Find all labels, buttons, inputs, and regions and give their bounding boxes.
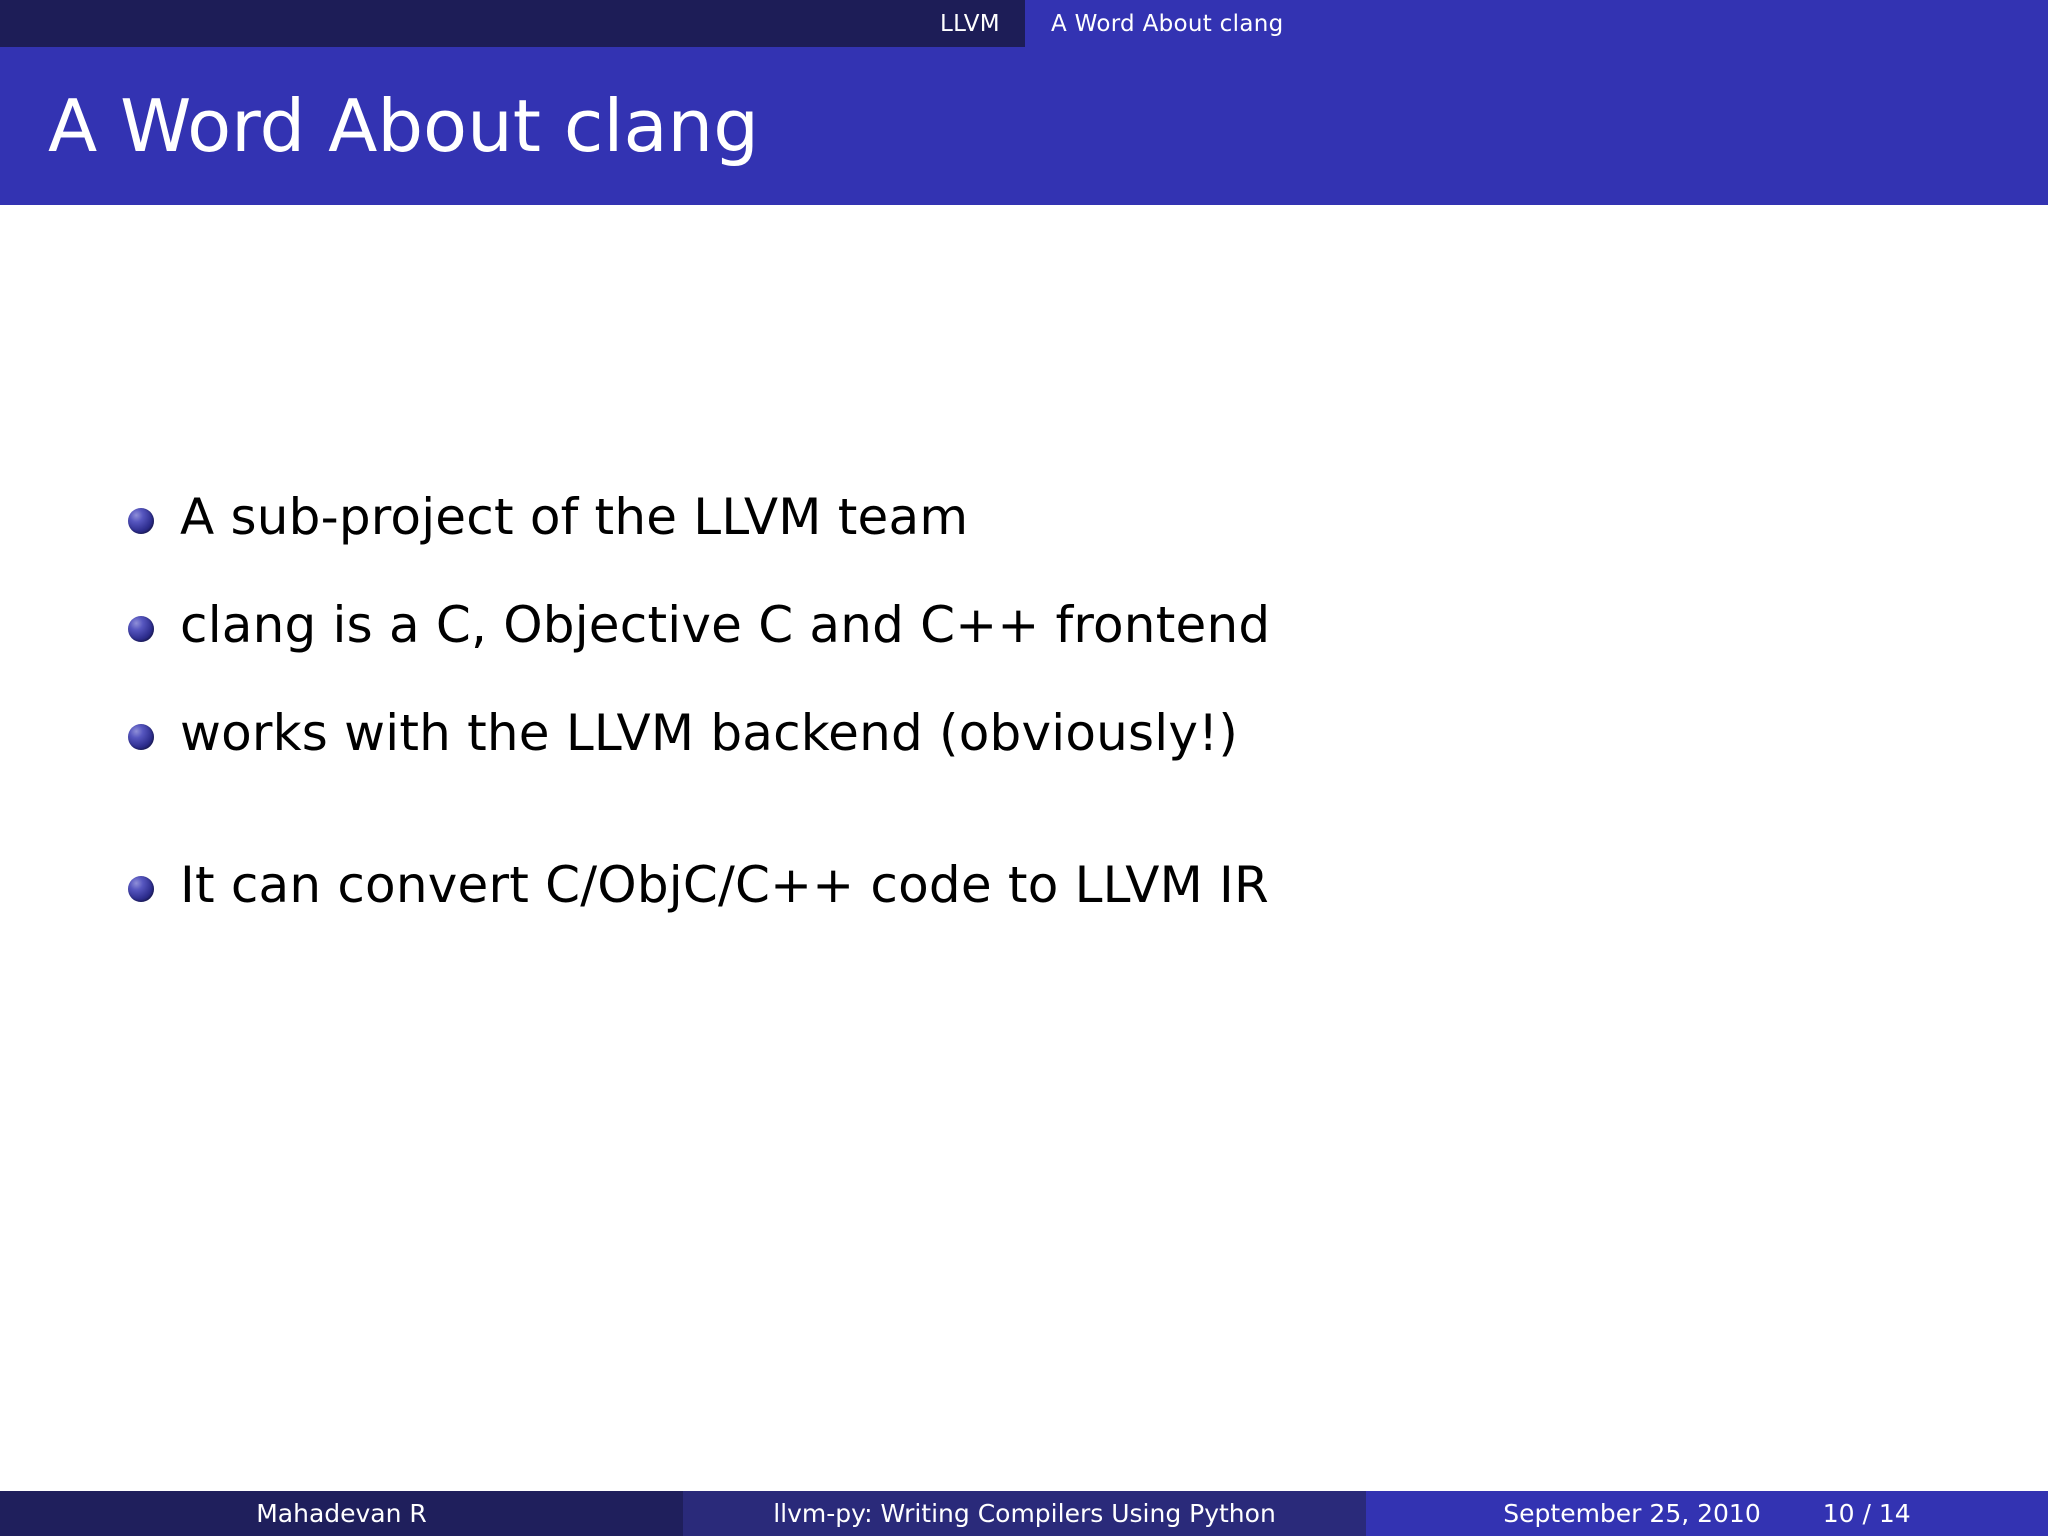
list-item-label: A sub-project of the LLVM team [180,488,969,546]
nav-left-filler [0,0,915,47]
ball-bullet-icon [128,724,154,750]
footer-author: Mahadevan R [0,1491,683,1536]
page-title: A Word About clang [48,84,759,168]
list-item-label: works with the LLVM backend (obviously!) [180,704,1239,762]
footer-date-label: September 25, 2010 [1503,1499,1761,1528]
footer-author-label: Mahadevan R [256,1499,427,1528]
footer-page-number: 10 / 14 [1822,1499,1911,1528]
ball-bullet-icon [128,876,154,902]
list-item: clang is a C, Objective C and C++ fronte… [128,598,1928,658]
slide-footer-bar: Mahadevan R llvm-py: Writing Compilers U… [0,1491,2048,1536]
nav-subsection-label: A Word About clang [1051,10,1284,37]
slide-navigation-bar: LLVM A Word About clang [0,0,2048,47]
nav-right-filler [1309,0,2048,47]
list-item: A sub-project of the LLVM team [128,490,1928,550]
list-item-label: It can convert C/ObjC/C++ code to LLVM I… [180,856,1269,914]
nav-section-llvm[interactable]: LLVM [915,0,1025,47]
list-item: It can convert C/ObjC/C++ code to LLVM I… [128,858,1928,918]
ball-bullet-icon [128,616,154,642]
list-item: works with the LLVM backend (obviously!) [128,706,1928,766]
footer-meta: September 25, 2010 10 / 14 [1366,1491,2048,1536]
footer-presentation-title: llvm-py: Writing Compilers Using Python [683,1491,1366,1536]
bullet-list: A sub-project of the LLVM team clang is … [128,490,1928,966]
slide-title-bar: A Word About clang [0,47,2048,205]
list-item-label: clang is a C, Objective C and C++ fronte… [180,596,1271,654]
ball-bullet-icon [128,508,154,534]
nav-section-llvm-label: LLVM [940,10,1000,37]
footer-title-label: llvm-py: Writing Compilers Using Python [773,1499,1276,1528]
nav-subsection-a-word-about-clang[interactable]: A Word About clang [1025,0,1310,47]
slide-content-area: A sub-project of the LLVM team clang is … [0,205,2048,1491]
